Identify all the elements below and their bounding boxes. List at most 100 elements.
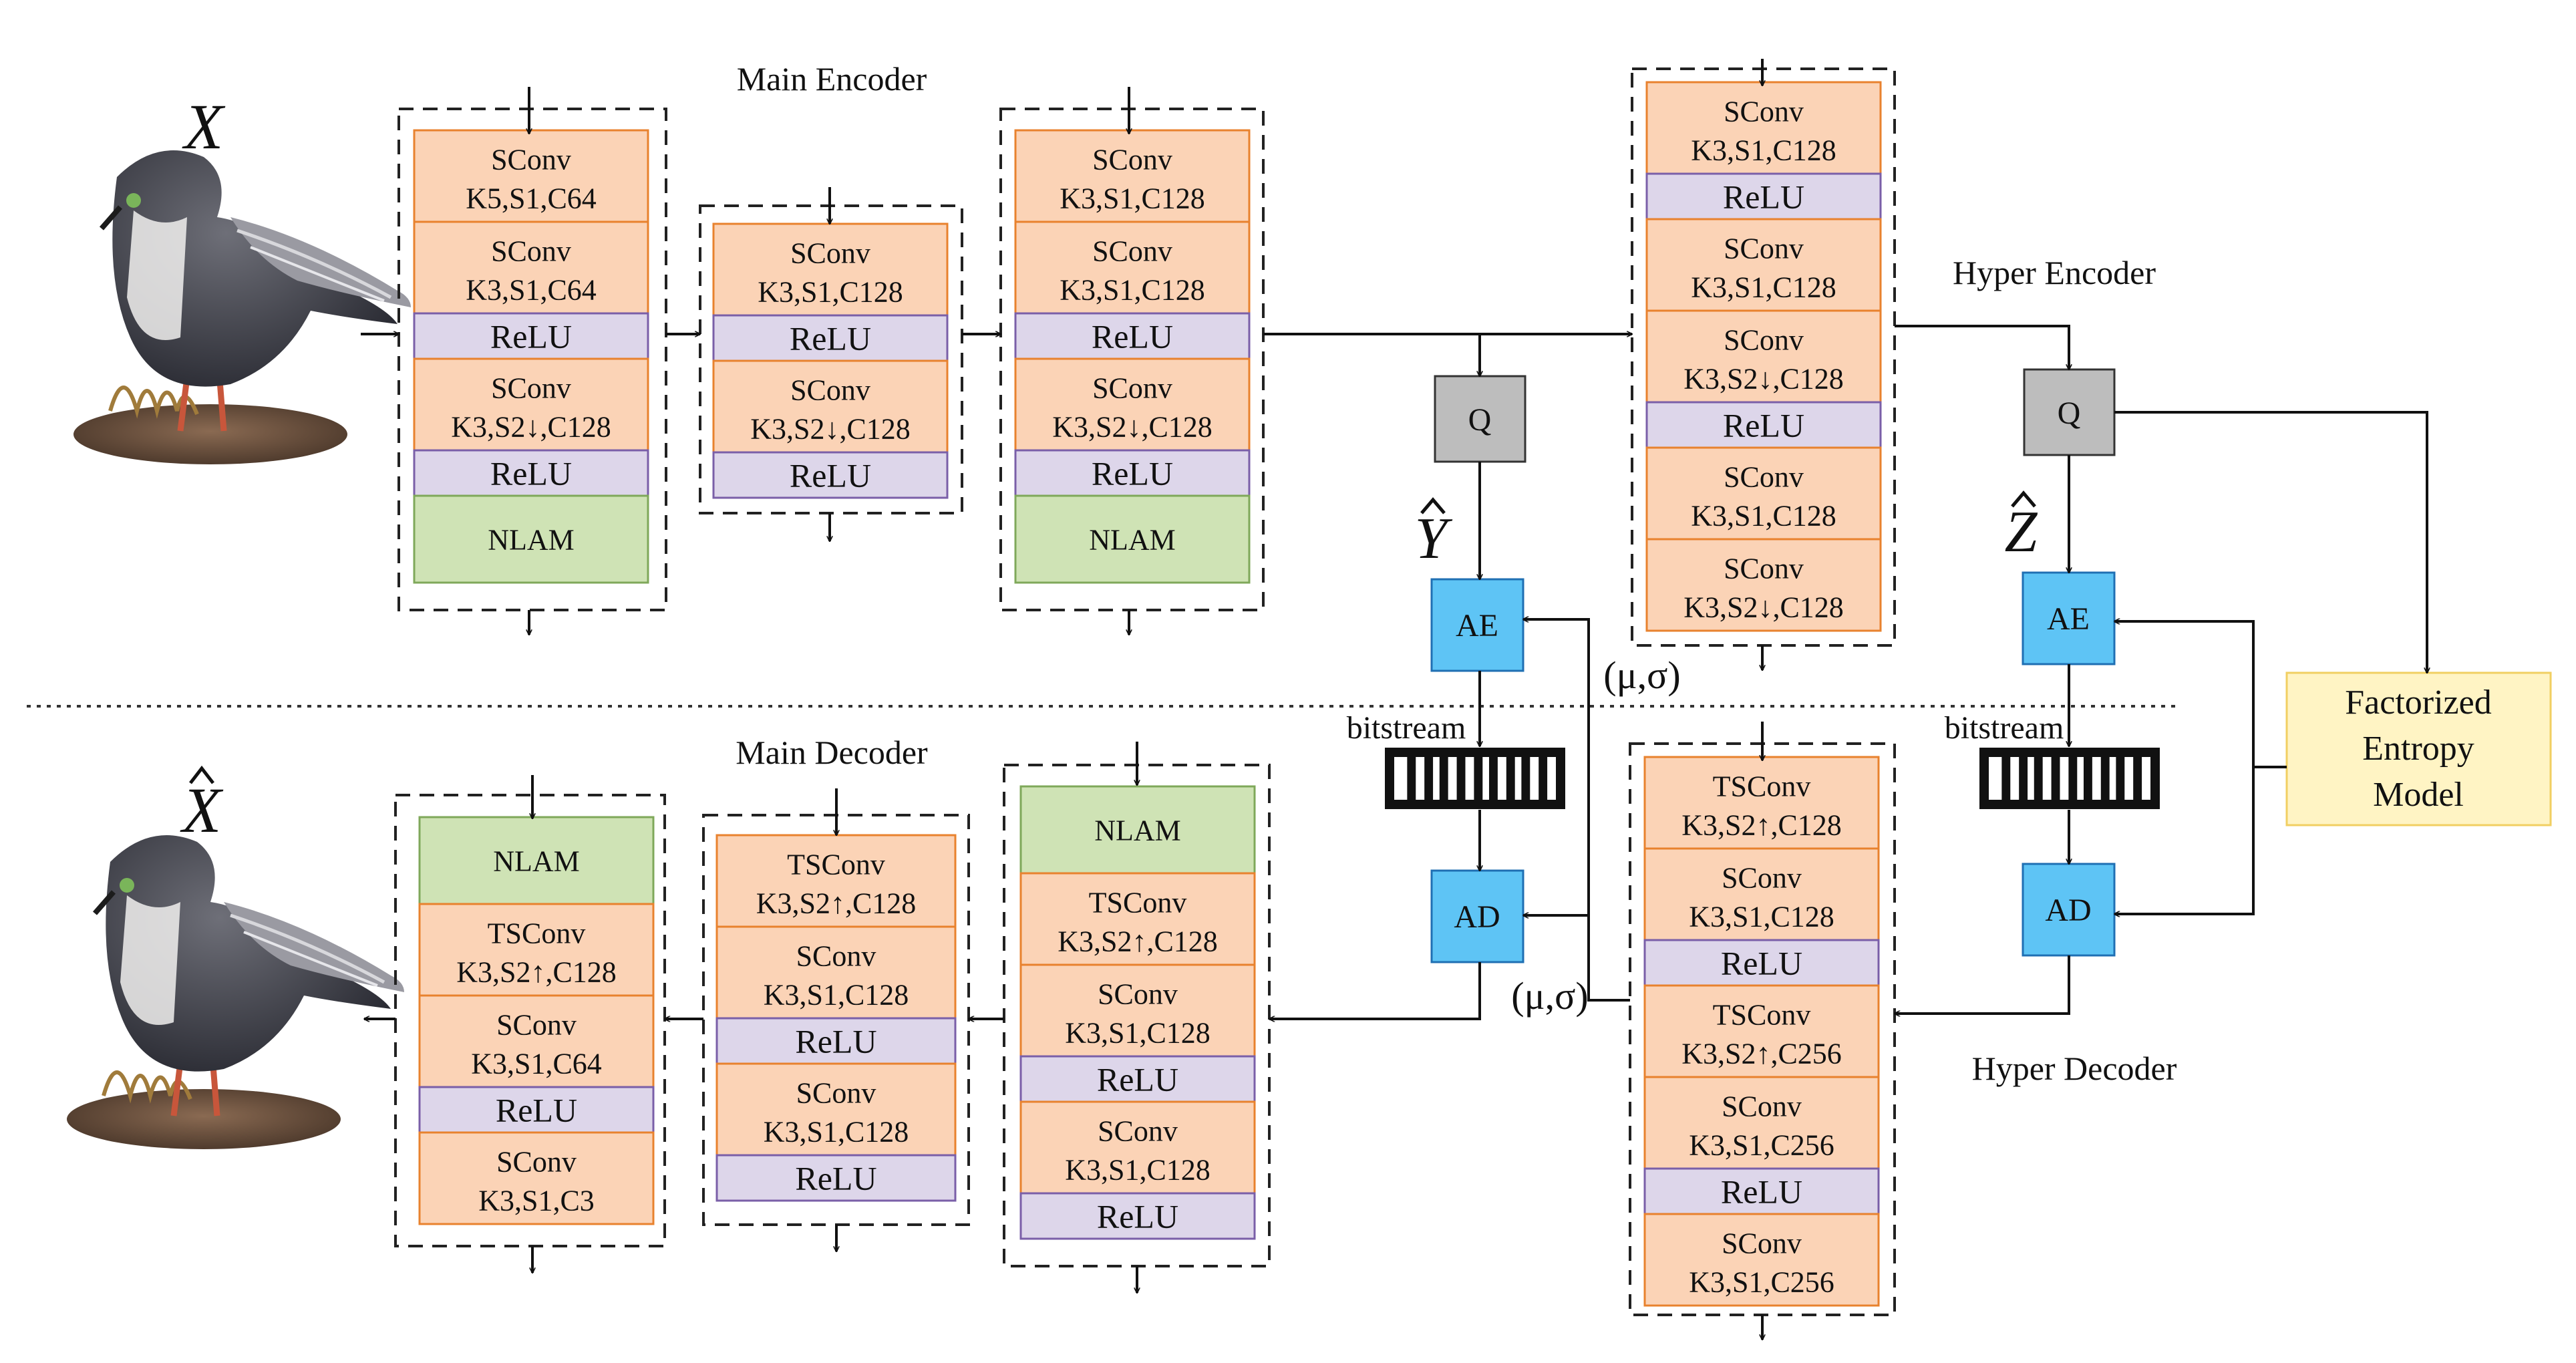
dec3-layer-4-box: [1019, 1055, 1256, 1103]
barcode-hyper-stripe: [2092, 757, 2101, 800]
enc1-layer-1-text-2: K5,S1,C64: [466, 182, 597, 215]
enc3-layer-2-box: [1014, 220, 1251, 315]
enc1-layer-6-box: [413, 494, 649, 584]
hyperenc-layer-7-text-2: K3,S2↓,C128: [1683, 591, 1844, 624]
dec3-layer-3-text-2: K3,S1,C128: [1065, 1017, 1211, 1050]
dec2-layer-2-text-2: K3,S1,C128: [764, 979, 909, 1012]
hyperenc-layer-7-box: [1645, 538, 1882, 632]
enc1-layer-4-box: [413, 357, 649, 452]
barcode-main-stripe: [1448, 757, 1457, 800]
enc2-layer-4-text-1: ReLU: [790, 457, 871, 494]
barcode-hyper-stripe: [2142, 757, 2150, 800]
barcode-main-stripe: [1416, 757, 1425, 800]
dec1-layer-3-text-2: K3,S1,C64: [471, 1048, 602, 1080]
hyperdec-layer-4-text-1: TSConv: [1713, 999, 1811, 1032]
hyperenc-layer-4-box: [1645, 309, 1882, 404]
hyperdec-layer-5-box: [1643, 1076, 1880, 1170]
layer-stacks: SConvK5,S1,C64SConvK3,S1,C64ReLUSConvK3,…: [413, 81, 1882, 1307]
hyperdec-layer-1-text-1: TSConv: [1713, 770, 1811, 803]
hyperenc-layer-5-box: [1645, 401, 1882, 449]
hyperenc-layer-7-text-1: SConv: [1724, 553, 1804, 585]
enc3-layer-3-relu: ReLU: [1014, 312, 1251, 360]
hyperdec-layer-6-text-1: ReLU: [1721, 1173, 1802, 1211]
hyperdec-layer-4-text-2: K3,S2↑,C256: [1681, 1038, 1842, 1070]
dec1-layer-3-text-1: SConv: [496, 1009, 577, 1042]
wire-fem-to-ad-hyper: [2114, 767, 2255, 914]
reconstructed-image-bird: [67, 835, 404, 1149]
arithmetic-decoder-main-label: AD: [1454, 899, 1500, 935]
enc1-layer-5-box: [413, 449, 649, 497]
mu-sigma-label-top: (μ,σ): [1603, 653, 1681, 697]
enc1-layer-5-relu: ReLU: [413, 449, 649, 497]
enc1-layer-3-text-1: ReLU: [490, 318, 572, 355]
barcode-main-stripe: [1497, 757, 1506, 800]
dec3-layer-6-text-1: ReLU: [1097, 1198, 1178, 1235]
dec3-layer-6-relu: ReLU: [1019, 1192, 1256, 1240]
barcode-main-stripe: [1433, 757, 1440, 800]
arithmetic-decoder-main: AD: [1430, 869, 1524, 963]
y-hat-accent: [1420, 497, 1446, 514]
hyperenc-layer-6-text-2: K3,S1,C128: [1691, 500, 1836, 533]
hyperenc-layer-5-relu: ReLU: [1645, 401, 1882, 449]
quantizer-hyper: Q: [2023, 368, 2116, 456]
dec2-layer-3-relu: ReLU: [715, 1017, 957, 1065]
enc2-layer-2-text-1: ReLU: [790, 320, 871, 357]
hyperdec-layer-3-box: [1643, 939, 1880, 987]
arithmetic-encoder-hyper: AE: [2022, 571, 2116, 665]
hyper-encoder-title: Hyper Encoder: [1953, 254, 2156, 291]
hyperenc-layer-1-box: [1645, 81, 1882, 175]
input-symbol-x: X: [182, 91, 226, 162]
enc3-layer-3-box: [1014, 312, 1251, 360]
quantizer-hyper-label: Q: [2058, 396, 2081, 431]
enc1-layer-6-text-1: NLAM: [488, 523, 575, 556]
hyperdec-layer-2-text-1: SConv: [1722, 862, 1802, 895]
barcode-main-stripe: [1482, 757, 1489, 800]
quantizer-main-label: Q: [1468, 402, 1492, 438]
main-encoder-group-3: [999, 108, 1265, 611]
dec2-layer-2-text-1: SConv: [796, 940, 876, 973]
hyperenc-layer-6-box: [1645, 446, 1882, 541]
enc2-layer-4-relu: ReLU: [712, 451, 949, 499]
dec3-layer-4-relu: ReLU: [1019, 1055, 1256, 1103]
hyperenc-layer-4-text-2: K3,S2↓,C128: [1683, 363, 1844, 396]
barcode-main-stripe: [1530, 757, 1539, 800]
bitstream-barcode-hyper: [1979, 748, 2160, 809]
dec2-layer-1-box: [715, 834, 957, 928]
dec2-layer-3-box: [715, 1017, 957, 1065]
dec3-layer-1-text-1: NLAM: [1094, 814, 1181, 847]
dec1-layer-2-text-1: TSConv: [488, 917, 586, 950]
wire-q-hyper-to-fem: [2114, 411, 2427, 673]
hyperdec-layer-1-text-2: K3,S2↑,C128: [1681, 809, 1842, 842]
dec3-layer-5-text-1: SConv: [1098, 1115, 1178, 1148]
wire-ad-hyper-to-hyper-dec: [1895, 955, 2070, 1014]
factorized-entropy-model-line-2: Entropy: [2362, 730, 2474, 768]
bitstream-barcode-main: [1385, 748, 1565, 809]
hyperdec-layer-3-relu: ReLU: [1643, 939, 1880, 987]
factorized-entropy-model-line-1: Factorized: [2345, 684, 2491, 722]
hyperenc-layer-2-relu: ReLU: [1645, 172, 1882, 220]
enc3-layer-4-text-1: SConv: [1092, 372, 1172, 405]
arithmetic-encoder-main: AE: [1430, 578, 1524, 672]
dec2-layer-5-relu: ReLU: [715, 1154, 957, 1202]
barcode-hyper-stripe: [2042, 757, 2052, 800]
hyperdec-layer-4-box: [1643, 984, 1880, 1078]
enc1-layer-3-box: [413, 312, 649, 360]
arithmetic-encoder-hyper-label: AE: [2047, 601, 2090, 637]
quantizer-main: Q: [1434, 375, 1526, 463]
